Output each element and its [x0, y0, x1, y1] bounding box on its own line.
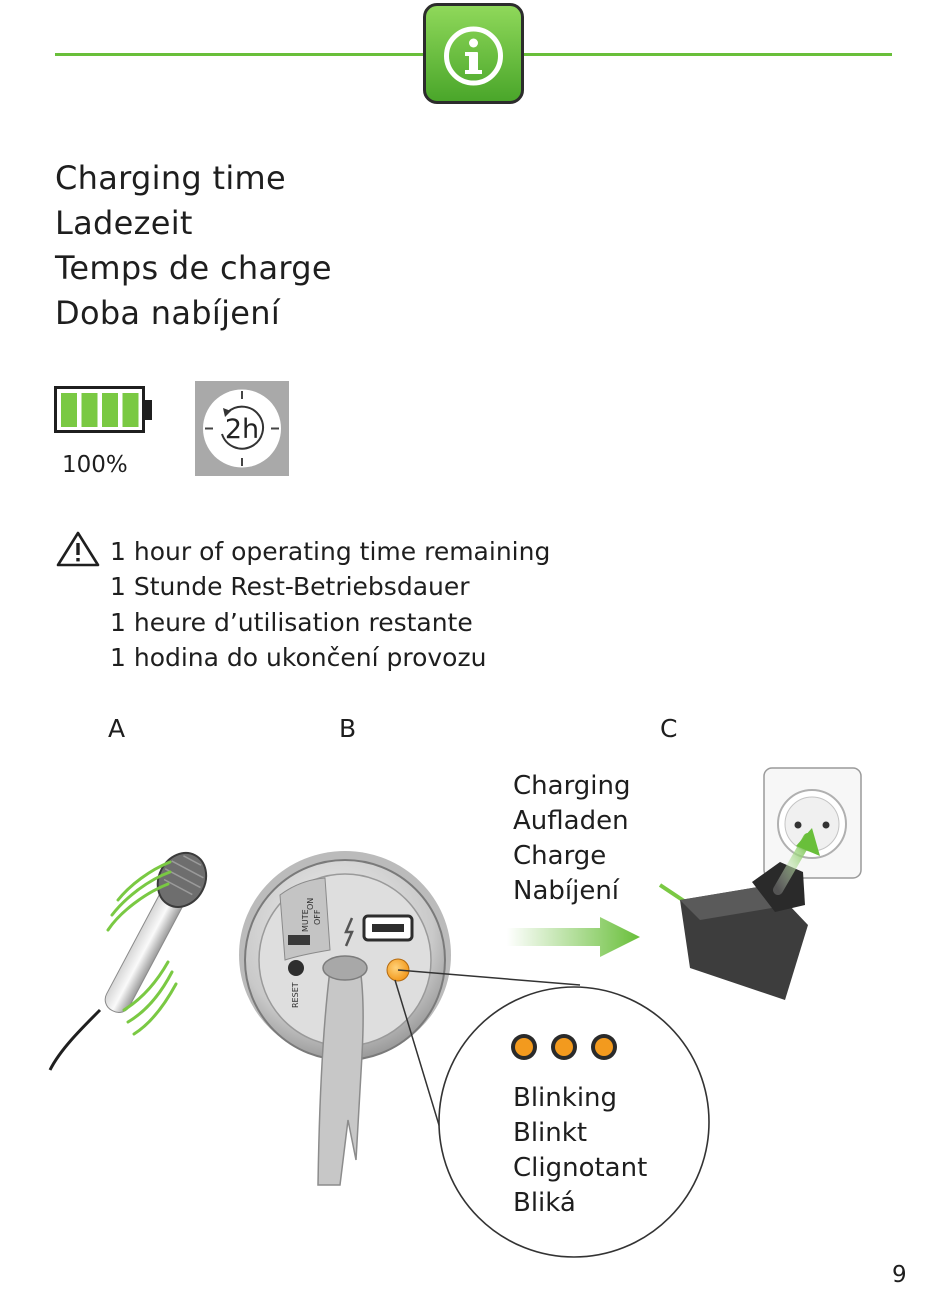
charging-line-fr: Charge — [513, 841, 607, 871]
heading-line-cz: Doba nabíjení — [55, 294, 281, 332]
battery-cell — [122, 393, 139, 427]
warning-line-cz: 1 hodina do ukončení provozu — [110, 642, 487, 672]
charger-plug-illustration — [658, 767, 862, 1000]
battery-percent-label: 100% — [62, 452, 128, 478]
charging-line-cz: Nabíjení — [513, 876, 620, 906]
battery-cell — [81, 393, 98, 427]
blinking-line-fr: Clignotant — [513, 1153, 648, 1183]
blinking-led-icon — [551, 1034, 577, 1060]
header-rule-left — [55, 53, 423, 56]
heading-line-en: Charging time — [55, 159, 286, 197]
charging-time-heading: Charging time Ladezeit Temps de charge D… — [55, 156, 332, 336]
battery-cell — [102, 393, 118, 427]
vibrating-microphone-illustration — [48, 851, 208, 1071]
warning-text: 1 hour of operating time remaining 1 Stu… — [110, 534, 550, 675]
switch-label-on: ON — [306, 898, 315, 910]
warning-line-de: 1 Stunde Rest-Betriebsdauer — [110, 572, 470, 602]
warning-triangle-icon — [56, 531, 100, 567]
blinking-line-de: Blinkt — [513, 1118, 588, 1148]
step-letter-a: A — [108, 714, 126, 743]
info-badge — [423, 3, 524, 104]
blinking-leds — [511, 1034, 617, 1060]
charging-line-de: Aufladen — [513, 806, 629, 836]
blinking-label-block: Blinking Blinkt Clignotant Bliká — [513, 1081, 647, 1221]
reset-label: RESET — [291, 982, 300, 1008]
charging-arrow-icon — [507, 917, 640, 957]
blinking-line-cz: Bliká — [513, 1188, 576, 1218]
charging-label-block: Charging Aufladen Charge Nabíjení — [513, 769, 631, 909]
heading-line-de: Ladezeit — [55, 204, 193, 242]
step-letter-c: C — [660, 714, 678, 743]
step-letter-b: B — [339, 714, 357, 743]
switch-label-mute: MUTE — [301, 909, 310, 932]
switch-label-off: OFF — [313, 909, 322, 925]
led-callout — [394, 969, 710, 1258]
blinking-led-icon — [511, 1034, 537, 1060]
heading-line-fr: Temps de charge — [55, 249, 332, 287]
blinking-line-en: Blinking — [513, 1083, 618, 1113]
microphone-base-illustration: ON MUTE OFF RESET — [239, 851, 451, 1186]
clock-timer-icon: 2h — [195, 381, 289, 476]
charging-line-en: Charging — [513, 771, 631, 801]
battery-full-icon — [54, 386, 152, 433]
info-icon — [444, 26, 503, 86]
warning-line-en: 1 hour of operating time remaining — [110, 537, 551, 566]
page-number: 9 — [892, 1262, 907, 1288]
blinking-led-icon — [591, 1034, 617, 1060]
warning-line-fr: 1 heure d’utilisation restante — [110, 607, 473, 637]
timer-label: 2h — [225, 414, 259, 445]
header-rule-right — [524, 53, 892, 56]
battery-cell — [61, 393, 77, 427]
